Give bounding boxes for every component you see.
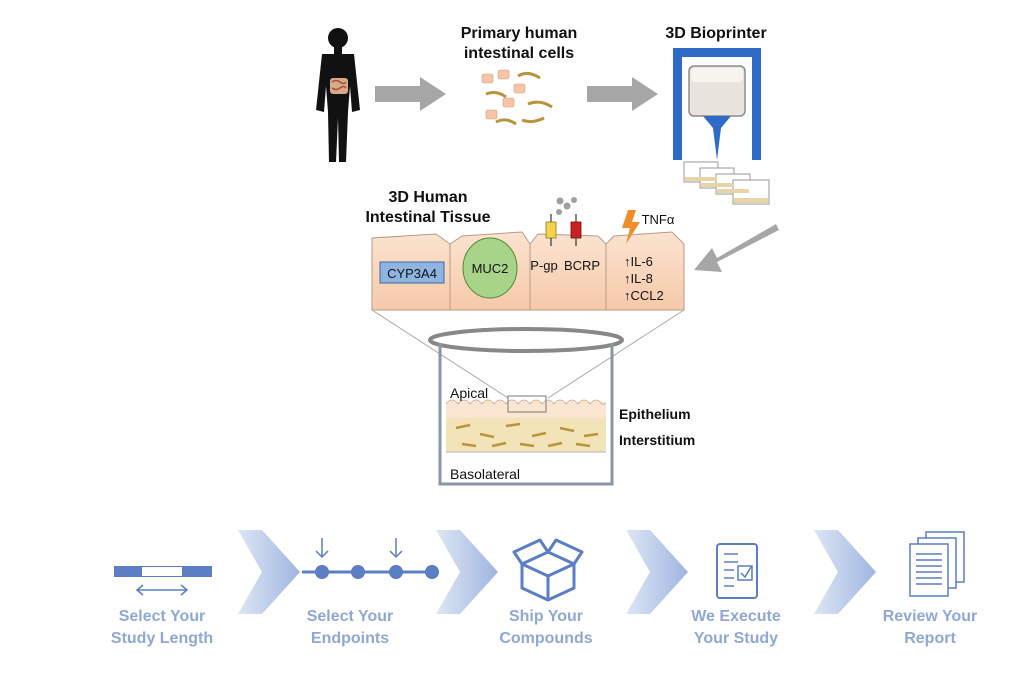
muc2-oval — [462, 237, 518, 299]
step-chevron-1 — [238, 530, 300, 614]
interstitium-label: Interstitium — [619, 432, 695, 448]
basolateral-label: Basolateral — [450, 466, 520, 482]
step-2-line1: Select Your — [306, 608, 394, 625]
cells-label-line1: Primary human — [461, 25, 577, 42]
ccl2-label: ↑CCL2 — [624, 288, 664, 303]
step-4-line2: Your Study — [693, 630, 779, 647]
step-3-line2: Compounds — [499, 630, 593, 647]
human-figure-icon — [316, 28, 360, 162]
report-icon — [909, 531, 965, 597]
step-endpoints-label: Select Your Endpoints — [270, 606, 430, 650]
epithelium-label: Epithelium — [619, 406, 691, 422]
cells-icon — [481, 69, 553, 126]
step-execute-label: We Execute Your Study — [656, 606, 816, 650]
step-report-label: Review Your Report — [850, 606, 1010, 650]
apical-label: Apical — [450, 385, 488, 401]
muc2-label: MUC2 — [472, 261, 509, 276]
cyp3a4-label: CYP3A4 — [387, 266, 437, 281]
step-1-line1: Select Your — [118, 608, 206, 625]
tissue-label-line1: 3D Human — [388, 189, 467, 206]
arrow-to-tissue — [694, 224, 779, 272]
il6-label: ↑IL-6 — [624, 254, 653, 269]
bcrp-label: BCRP — [564, 258, 600, 273]
step-chevron-3 — [626, 530, 688, 614]
transwell-insert — [428, 327, 624, 486]
arrow-to-cells — [375, 77, 446, 111]
step-compounds-label: Ship Your Compounds — [466, 606, 626, 650]
cells-label-line2: intestinal cells — [464, 45, 574, 62]
endpoints-icon — [302, 538, 439, 579]
pgp-label: P-gp — [530, 258, 557, 273]
tnfa-label: TNFα — [642, 212, 675, 227]
il8-label: ↑IL-8 — [624, 271, 653, 286]
step-2-line2: Endpoints — [310, 630, 390, 647]
bioprinter-icon — [673, 48, 770, 205]
checklist-icon — [716, 543, 758, 599]
step-5-line2: Report — [904, 630, 956, 647]
arrow-to-bioprinter — [587, 77, 658, 111]
cyp3a4-box — [379, 261, 445, 284]
box-icon — [512, 538, 584, 602]
step-chevron-4 — [814, 530, 876, 614]
step-4-line1: We Execute — [691, 608, 781, 625]
transporter-icons — [545, 197, 582, 246]
step-chevron-2 — [436, 530, 498, 614]
bioprinter-label: 3D Bioprinter — [665, 25, 766, 42]
step-1-line2: Study Length — [110, 630, 214, 647]
study-length-icon — [114, 566, 212, 596]
step-study-length-label: Select Your Study Length — [82, 606, 242, 650]
step-5-line1: Review Your — [882, 608, 978, 625]
step-3-line1: Ship Your — [508, 608, 584, 625]
tissue-label-line2: Intestinal Tissue — [365, 209, 490, 226]
lightning-icon — [622, 210, 640, 244]
zoom-lines — [371, 309, 685, 399]
